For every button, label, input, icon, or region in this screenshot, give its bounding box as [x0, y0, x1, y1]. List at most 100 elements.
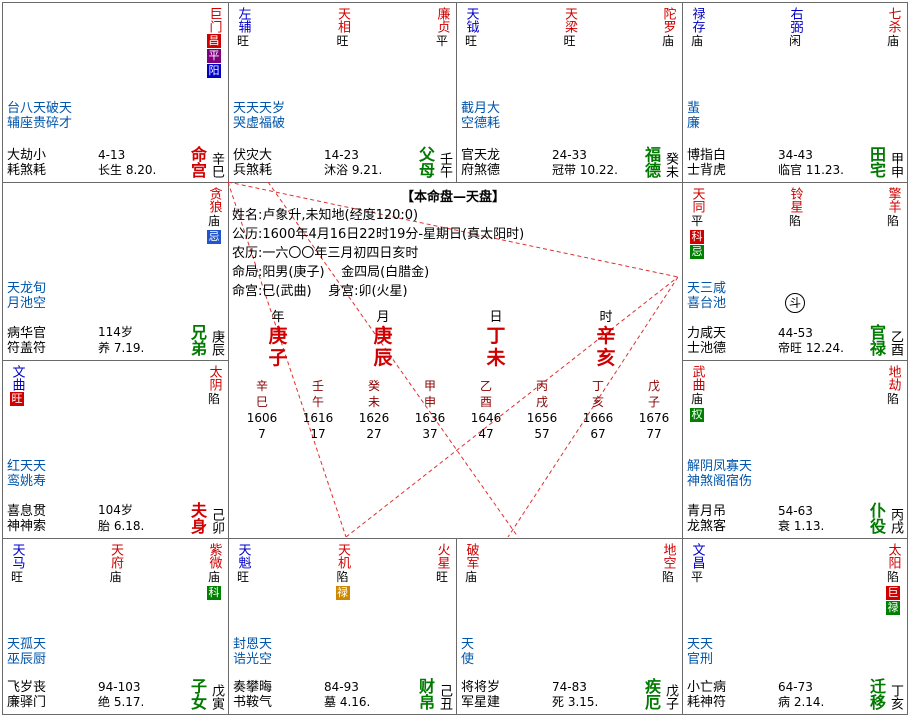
pillar-ganzhi: 庚 — [268, 325, 288, 347]
star-name: 文曲 — [9, 365, 25, 391]
age-range: 104岁 — [98, 503, 133, 517]
star-group: 火星旺天机陷禄天魁旺 — [233, 543, 452, 600]
palace-name: 官禄 — [867, 324, 886, 356]
decade-year: 1616 — [302, 411, 334, 425]
star-brightness: 旺 — [236, 570, 249, 584]
decade-stem: 丁 — [591, 379, 604, 393]
dou-sign: 斗 — [785, 293, 805, 313]
god-star-line: 将将岁 — [461, 680, 501, 695]
ganzhi: 辛巳 — [209, 152, 224, 178]
star: 天府庙 — [106, 543, 126, 585]
pillar-label: 月 — [376, 310, 390, 325]
star-brightness: 平 — [690, 570, 703, 584]
star-group: 地空陷破军庙 — [461, 543, 678, 585]
god-star-line: 小亡病 — [687, 680, 727, 695]
palace-lines — [228, 182, 678, 537]
palace-name: 疾厄 — [642, 678, 661, 710]
god-star-line: 大劫小 — [7, 148, 47, 163]
star: 铃星陷 — [785, 187, 805, 229]
pillar-branch: 亥 — [596, 347, 616, 369]
star-brightness: 旺 — [435, 570, 448, 584]
pillar-branch: 未 — [486, 347, 506, 369]
god-star-line: 喜息贯 — [7, 504, 47, 519]
age-range: 14-23 — [324, 148, 359, 162]
decade-age: 77 — [646, 427, 662, 441]
star-name: 破军 — [463, 543, 479, 569]
decade-age: 17 — [310, 427, 326, 441]
star-name: 贪狼 — [206, 187, 222, 213]
star-brightness: 庙 — [690, 34, 703, 48]
minor-stars: 蜚廉 — [687, 101, 700, 131]
decade-age: 7 — [258, 427, 266, 441]
transform-badge: 科 — [207, 586, 221, 600]
transform-badge: 权 — [690, 408, 704, 422]
age-range: 84-93 — [324, 680, 359, 694]
life-stage: 沐浴 9.21. — [324, 163, 383, 177]
life-stage: 临官 11.23. — [778, 163, 844, 177]
god-stars: 大劫小耗煞耗 — [7, 148, 46, 178]
star-name: 地空 — [660, 543, 676, 569]
god-star-line: 书鞍气 — [233, 695, 273, 710]
star-name: 天魁 — [235, 543, 251, 569]
minor-star-line: 月池空 — [7, 296, 47, 311]
star: 紫微庙科 — [204, 543, 224, 600]
life-stage: 衰 1.13. — [778, 519, 825, 533]
god-stars: 奏攀晦书鞍气 — [233, 680, 272, 710]
pillar: 日丁未 — [476, 306, 516, 369]
star-brightness: 庙 — [109, 570, 122, 584]
palace-line: 命宫:巳(武曲) 身宫:卯(火星) — [232, 282, 408, 301]
solar-date-line: 公历:1600年4月16日22时19分-星期日(真太阳时) — [232, 227, 525, 242]
transform-badge: 旺 — [10, 392, 24, 406]
god-star-line: 奏攀晦 — [233, 680, 273, 695]
god-star-line: 飞岁丧 — [7, 680, 47, 695]
star-name: 禄存 — [689, 7, 705, 33]
palace-name: 迁移 — [867, 678, 886, 710]
ganzhi: 庚辰 — [209, 330, 224, 356]
decade-branch: 亥 — [591, 395, 604, 409]
decade-stem: 戊 — [647, 379, 660, 393]
decade-branch: 未 — [367, 395, 380, 409]
minor-star-line: 天三咸 — [687, 281, 727, 296]
star-name: 天钺 — [463, 7, 479, 33]
bureau-element: 金四局(白腊金) — [341, 265, 430, 280]
star: 文昌平 — [687, 543, 707, 585]
decade-branch: 巳 — [255, 395, 268, 409]
decade-year: 1676 — [638, 411, 670, 425]
minor-star-line: 天龙旬 — [7, 281, 47, 296]
ganzhi: 戊寅 — [209, 684, 224, 710]
life-stage: 养 7.19. — [98, 341, 145, 355]
decade-stem: 甲 — [423, 379, 436, 393]
relation-line — [507, 276, 678, 537]
life-stage: 冠带 10.22. — [552, 163, 618, 177]
ganzhi: 己卯 — [209, 508, 224, 534]
star-brightness: 庙 — [207, 570, 220, 584]
chart-title: 【本命盘—天盘】 — [400, 190, 505, 205]
life-stage: 死 3.15. — [552, 695, 599, 709]
god-star-line: 病华官 — [7, 326, 47, 341]
decade-branch: 子 — [647, 395, 660, 409]
life-stage: 病 2.14. — [778, 695, 825, 709]
minor-star-line: 官刑 — [687, 652, 714, 667]
minor-stars: 解阴凤寡天神煞阁宿伤 — [687, 459, 752, 489]
decade-age: 27 — [366, 427, 382, 441]
minor-star-line: 鸾姚寿 — [7, 474, 47, 489]
transform-badge: 忌 — [690, 245, 704, 259]
ganzhi: 戊子 — [663, 684, 678, 710]
